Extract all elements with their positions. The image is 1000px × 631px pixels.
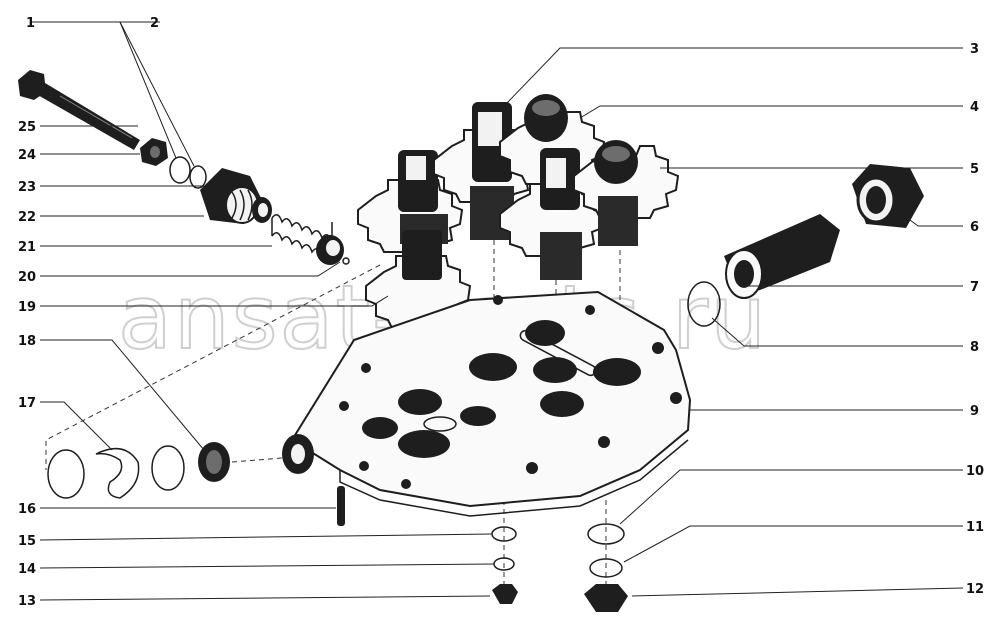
callout-22: 22 xyxy=(18,210,36,225)
part-gear-right xyxy=(573,140,680,246)
callout-5: 5 xyxy=(970,162,979,177)
callout-2: 2 xyxy=(150,16,159,31)
callout-10: 10 xyxy=(966,464,984,479)
callout-9: 9 xyxy=(970,404,979,419)
part-stack-right xyxy=(584,523,628,612)
callout-16: 16 xyxy=(18,502,36,517)
callout-15: 15 xyxy=(18,534,36,549)
callout-11: 11 xyxy=(966,520,984,535)
callout-25: 25 xyxy=(18,120,36,135)
part-stack-left xyxy=(491,526,518,604)
callout-14: 14 xyxy=(18,562,36,577)
callout-3: 3 xyxy=(970,42,979,57)
callout-20: 20 xyxy=(18,270,36,285)
part-plug-body xyxy=(200,168,272,224)
callout-17: 17 xyxy=(18,396,36,411)
callout-24: 24 xyxy=(18,148,36,163)
callout-1: 1 xyxy=(26,16,35,31)
callout-19: 19 xyxy=(18,300,36,315)
callout-12: 12 xyxy=(966,582,984,597)
callout-7: 7 xyxy=(970,280,979,295)
part-bolt xyxy=(18,70,140,150)
callout-8: 8 xyxy=(970,340,979,355)
part-gear-center-front xyxy=(499,148,606,280)
callout-18: 18 xyxy=(18,334,36,349)
callout-13: 13 xyxy=(18,594,36,609)
part-housing-plate xyxy=(282,290,692,517)
callout-4: 4 xyxy=(970,100,979,115)
part-rings-left xyxy=(47,442,230,499)
part-washers xyxy=(169,156,207,189)
callout-23: 23 xyxy=(18,180,36,195)
callout-21: 21 xyxy=(18,240,36,255)
part-cap-nut xyxy=(852,164,924,228)
callout-6: 6 xyxy=(970,220,979,235)
leader-lines xyxy=(30,21,964,601)
part-nut-small xyxy=(140,138,168,166)
part-pin xyxy=(337,486,345,526)
callout-labels: 1 2 3 4 5 6 7 8 9 10 11 12 13 14 15 16 1… xyxy=(18,16,984,609)
part-valve-seat xyxy=(316,235,350,265)
